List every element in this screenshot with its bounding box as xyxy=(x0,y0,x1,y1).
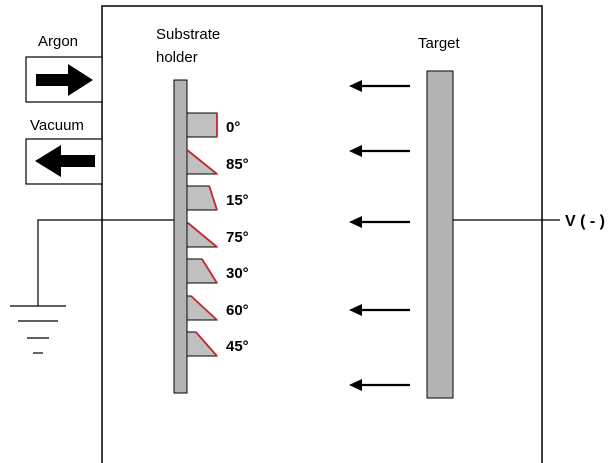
substrate-tilted-face xyxy=(208,185,218,211)
substrate-tilted-face xyxy=(187,222,218,248)
argon-label: Argon xyxy=(38,33,78,50)
substrate-holder-label-line2: holder xyxy=(156,49,198,66)
substrate-tilt-angle-label: 0° xyxy=(226,119,240,136)
flux-arrow-icon xyxy=(349,304,410,316)
substrate-tilted-face xyxy=(186,149,218,175)
substrate-tilted-face xyxy=(195,331,218,357)
ground-wire xyxy=(37,219,174,306)
flux-arrow-icon xyxy=(349,80,410,92)
substrate-block xyxy=(186,112,218,138)
argon-inflow-arrow-icon xyxy=(36,64,93,96)
substrate-sample: 60° xyxy=(186,295,249,321)
substrate-tilt-angle-label: 75° xyxy=(226,229,249,246)
substrate-tilted-face xyxy=(190,295,218,321)
substrate-block xyxy=(186,331,218,357)
substrate-tilt-angle-label: 60° xyxy=(226,302,249,319)
substrate-tilt-angle-label: 85° xyxy=(226,156,249,173)
flux-arrow-icon xyxy=(349,216,410,228)
substrate-sample: 30° xyxy=(186,258,249,284)
substrate-tilt-angle-label: 15° xyxy=(226,192,249,209)
substrate-samples: 0° 85° 15° 75° 30° 60° 45° xyxy=(186,112,249,357)
argon-inlet: Argon xyxy=(25,33,103,103)
substrate-sample: 45° xyxy=(186,331,249,357)
chamber-outline xyxy=(101,5,543,463)
substrate-sample: 85° xyxy=(186,149,249,175)
substrate-block xyxy=(186,258,218,284)
substrate-holder-label-line1: Substrate xyxy=(156,26,220,43)
vacuum-outflow-arrow-icon xyxy=(35,145,95,177)
substrate-holder: Substrate holder 0° 85° 15° 75° 30° 60° 45° xyxy=(156,26,249,394)
voltage-label: V ( - ) xyxy=(565,213,605,230)
target-plate xyxy=(426,70,454,399)
target-assembly: Target V ( - ) xyxy=(418,35,605,399)
flux-arrow-icon xyxy=(349,145,410,157)
substrate-holder-bar xyxy=(173,79,188,394)
substrate-sample: 75° xyxy=(186,222,249,248)
target-label: Target xyxy=(418,35,461,52)
vacuum-outlet: Vacuum xyxy=(25,117,103,185)
sputter-flux-arrows xyxy=(349,80,410,391)
substrate-tilt-angle-label: 45° xyxy=(226,338,249,355)
ground-connection xyxy=(10,219,174,354)
substrate-tilt-angle-label: 30° xyxy=(226,265,249,282)
flux-arrow-icon xyxy=(349,379,410,391)
vacuum-label: Vacuum xyxy=(30,117,84,134)
substrate-sample: 0° xyxy=(186,112,240,138)
substrate-tilted-face xyxy=(201,258,218,284)
substrate-sample: 15° xyxy=(186,185,249,211)
